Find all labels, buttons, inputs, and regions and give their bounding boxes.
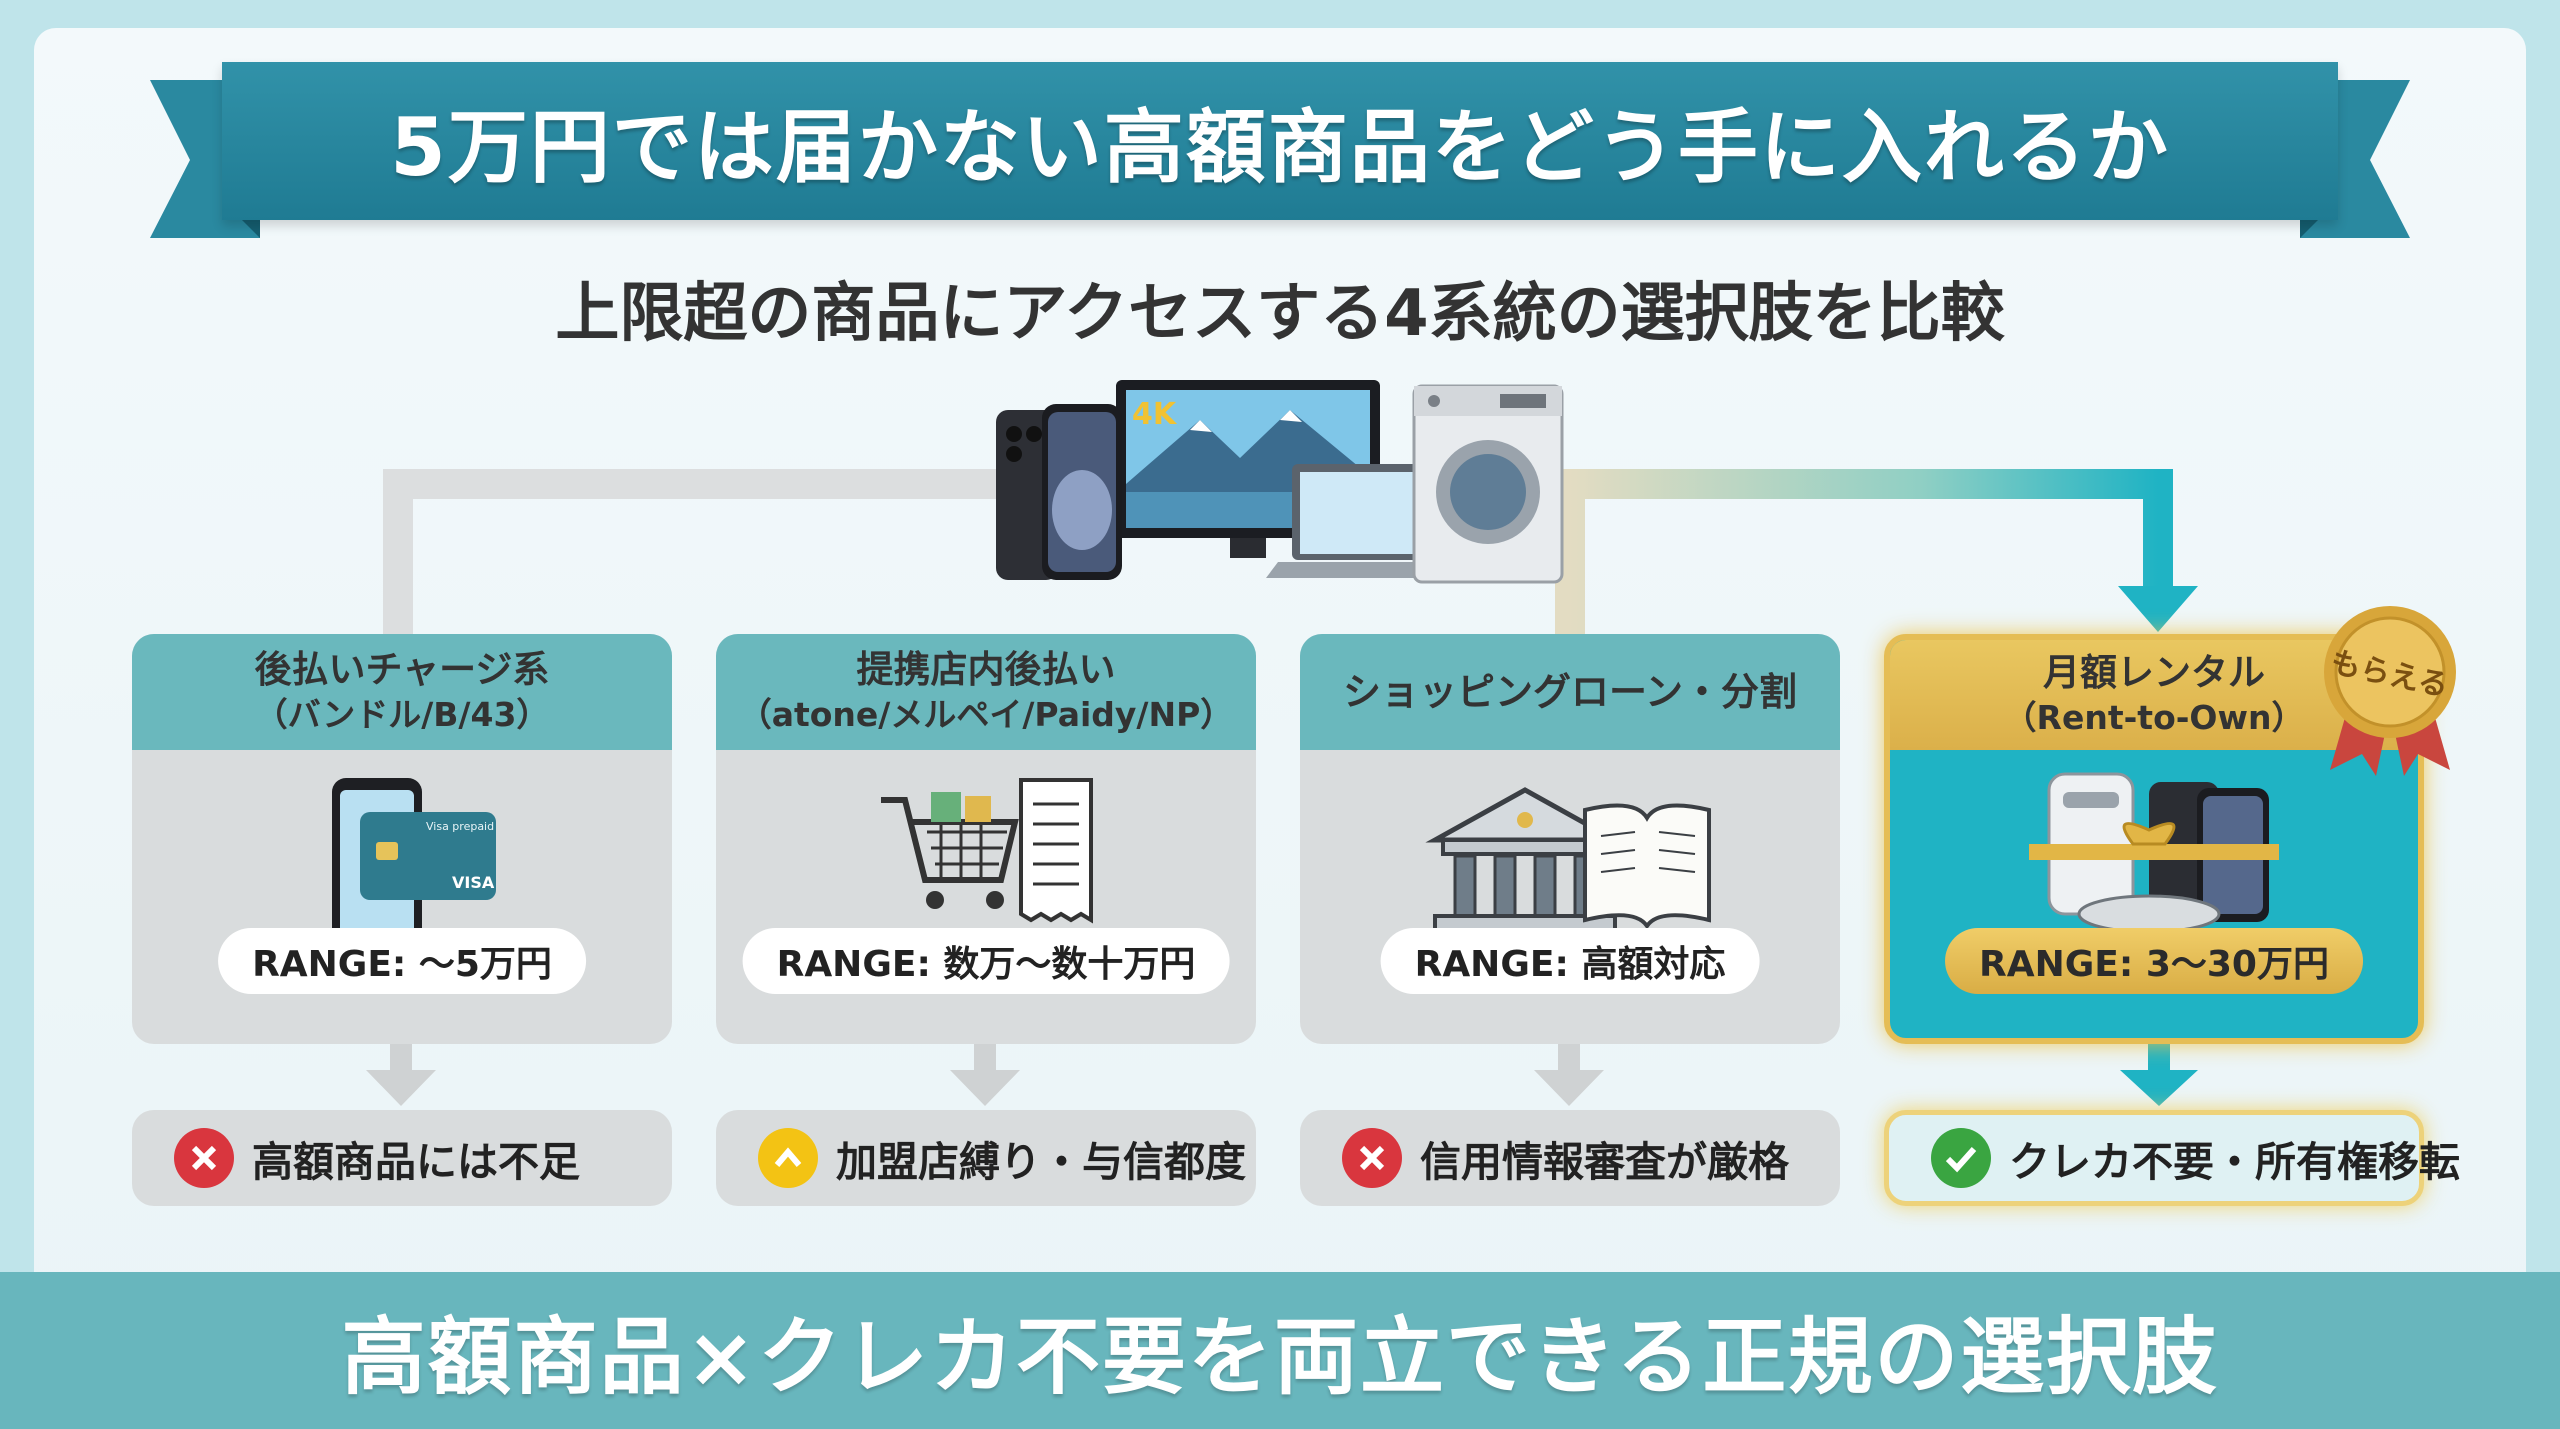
result-text: 信用情報審査が厳格 — [1420, 1138, 1789, 1186]
option-name: 月額レンタル — [2043, 651, 2265, 694]
option-sub: （バンドル/B/43） — [254, 695, 550, 734]
option-card-loan: ショッピングローン・分割 RANGE: 高額対応 — [1300, 634, 1840, 1044]
products-illustration: 4K — [996, 380, 1564, 584]
footer-banner: 高額商品×クレカ不要を両立できる正規の選択肢 — [0, 1272, 2560, 1429]
title-ribbon: 5万円では届かない高額商品をどう手に入れるか — [150, 62, 2410, 252]
result-text: クレカ不要・所有権移転 — [2009, 1138, 2460, 1186]
x-icon — [1342, 1128, 1402, 1188]
card-brand-label: VISA — [452, 873, 495, 892]
range-label: RANGE: 高額対応 — [1380, 928, 1760, 994]
phone-card-icon: Visa prepaid VISA — [332, 778, 496, 948]
laptop-icon — [1266, 464, 1460, 578]
option-card-charge: 後払いチャージ系 （バンドル/B/43） Visa prepaid VISA R… — [132, 634, 672, 1044]
card-prepaid-label: Visa prepaid — [426, 820, 494, 833]
option-name: ショッピングローン・分割 — [1342, 670, 1798, 714]
x-icon — [174, 1128, 234, 1188]
result-rental: クレカ不要・所有権移転 — [1884, 1110, 2460, 1206]
option-sub: （Rent-to-Own） — [2003, 698, 2305, 737]
card-header: ショッピングローン・分割 — [1300, 634, 1840, 750]
gift-products-icon — [2029, 772, 2279, 934]
result-text: 高額商品には不足 — [252, 1138, 580, 1186]
page-subtitle: 上限超の商品にアクセスする4系統の選択肢を比較 — [555, 277, 2005, 351]
card-header: 後払いチャージ系 （バンドル/B/43） — [132, 634, 672, 750]
smartphone-icon — [996, 404, 1122, 580]
page-title: 5万円では届かない高額商品をどう手に入れるか — [390, 101, 2170, 194]
check-icon — [1931, 1128, 1991, 1188]
range-label: RANGE: 数万〜数十万円 — [742, 928, 1230, 994]
result-partner: 加盟店縛り・与信都度 — [716, 1110, 1256, 1206]
range-label: RANGE: 〜5万円 — [218, 928, 586, 994]
card-header: 提携店内後払い （atone/メルペイ/Paidy/NP） — [716, 634, 1256, 750]
washing-machine-icon — [1412, 384, 1564, 584]
option-name: 後払いチャージ系 — [254, 648, 550, 691]
option-card-partner: 提携店内後払い （atone/メルペイ/Paidy/NP） RANGE: 数万〜… — [716, 634, 1256, 1044]
caution-icon — [758, 1128, 818, 1188]
bank-book-icon — [1425, 787, 1711, 934]
tv-4k-label: 4K — [1132, 397, 1178, 432]
result-charge: 高額商品には不足 — [132, 1110, 672, 1206]
range-label: RANGE: 3〜30万円 — [1945, 928, 2363, 994]
option-name: 提携店内後払い — [856, 648, 1116, 691]
result-loan: 信用情報審査が厳格 — [1300, 1110, 1840, 1206]
medal-icon: もらえる — [2324, 606, 2456, 776]
footer-text: 高額商品×クレカ不要を両立できる正規の選択肢 — [341, 1308, 2219, 1406]
result-text: 加盟店縛り・与信都度 — [836, 1138, 1246, 1186]
cart-receipt-icon — [881, 778, 1093, 924]
option-sub: （atone/メルペイ/Paidy/NP） — [738, 695, 1234, 734]
